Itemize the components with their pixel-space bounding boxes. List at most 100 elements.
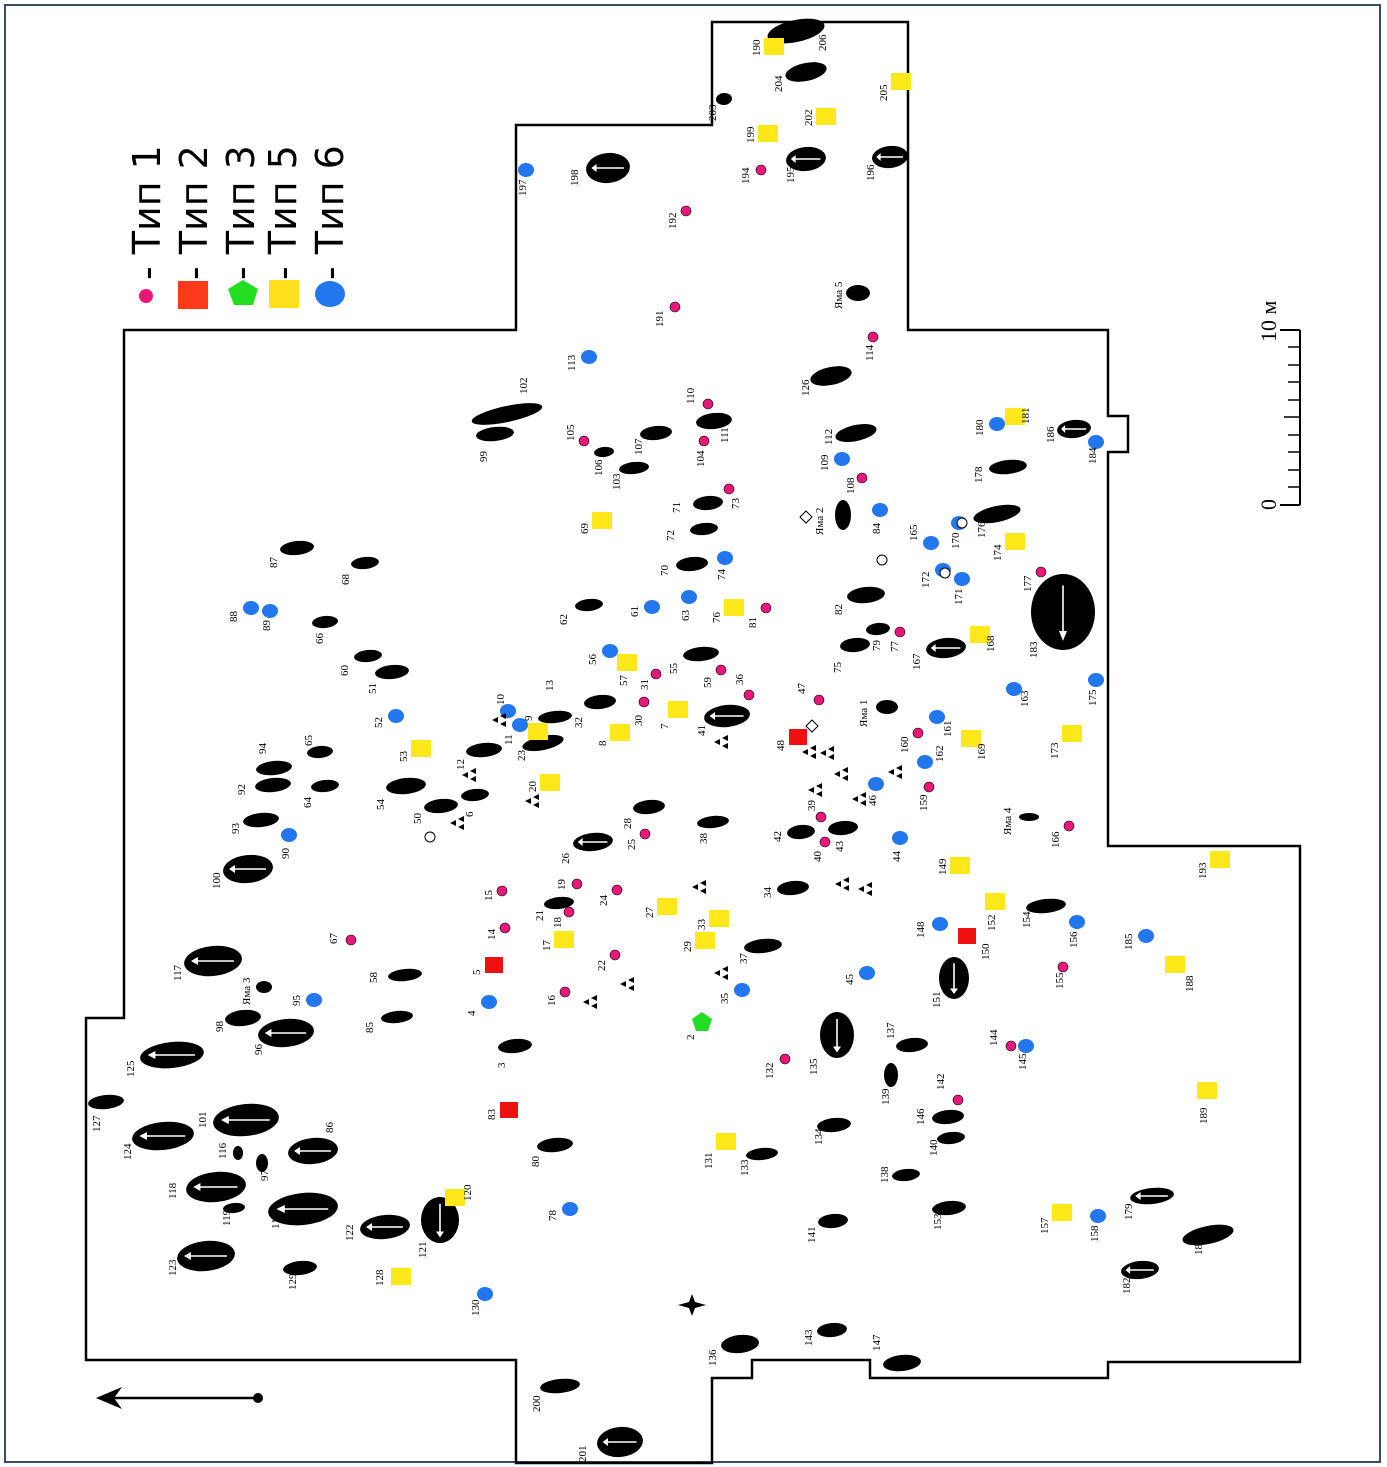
type5-29 bbox=[695, 932, 715, 949]
type5-53-label: 53 bbox=[398, 751, 410, 763]
type6-148 bbox=[932, 917, 948, 931]
hole-126-label: 126 bbox=[800, 379, 812, 396]
type5-128-label: 128 bbox=[374, 1269, 386, 1286]
hole-79 bbox=[866, 622, 890, 636]
hole-79-label: 79 bbox=[871, 640, 883, 652]
type1-144-label: 144 bbox=[988, 1029, 1000, 1046]
type6-185-label: 185 bbox=[1123, 933, 1135, 950]
scale-bar: 10 м 0 bbox=[1256, 301, 1301, 510]
hole-97-label: 97 bbox=[259, 1170, 271, 1182]
type6-162-label: 162 bbox=[934, 746, 946, 763]
type6-156-label: 156 bbox=[1068, 931, 1080, 948]
type5-189 bbox=[1197, 1082, 1217, 1099]
hole-140-label: 140 bbox=[928, 1139, 940, 1156]
type6-84 bbox=[872, 503, 888, 517]
legend-type3-pentagon bbox=[228, 280, 258, 305]
hole-176-label: 176 bbox=[976, 521, 988, 538]
type6-46 bbox=[868, 777, 884, 791]
type2-48 bbox=[789, 729, 807, 745]
type5-174-label: 174 bbox=[992, 544, 1004, 561]
type5-188 bbox=[1165, 956, 1185, 973]
type5-202 bbox=[816, 108, 836, 125]
hole-66 bbox=[312, 615, 338, 629]
type6-74 bbox=[717, 551, 733, 565]
hole-115 bbox=[268, 1192, 338, 1226]
type2-83-label: 83 bbox=[486, 1109, 498, 1121]
triangle-mark-16 bbox=[492, 713, 506, 727]
type1-177-label: 177 bbox=[1022, 575, 1034, 592]
hole-107-label: 107 bbox=[633, 438, 645, 455]
type1-39-label: 39 bbox=[806, 800, 818, 812]
type6-89-label: 89 bbox=[261, 620, 273, 632]
type5-190-label: 190 bbox=[751, 39, 763, 56]
type1-110-label: 110 bbox=[685, 387, 697, 404]
triangle-mark-7 bbox=[802, 745, 816, 759]
type5-33-label: 33 bbox=[696, 919, 708, 931]
pit-3 bbox=[256, 981, 272, 993]
type6-145 bbox=[1018, 1039, 1034, 1053]
pit-4 bbox=[1019, 813, 1039, 821]
open-circle-mark-0 bbox=[424, 831, 436, 843]
type5-128 bbox=[391, 1268, 411, 1285]
type6-89 bbox=[262, 604, 278, 618]
hole-203 bbox=[716, 92, 732, 106]
triangle-mark-13 bbox=[835, 877, 849, 891]
hole-50 bbox=[424, 798, 458, 814]
type1-59 bbox=[715, 664, 727, 676]
type2-48-label: 48 bbox=[775, 740, 787, 752]
hole-92 bbox=[255, 777, 291, 793]
type6-165 bbox=[923, 536, 939, 550]
hole-99-label: 99 bbox=[478, 451, 490, 463]
legend-type2-square bbox=[178, 281, 208, 309]
type5-29-label: 29 bbox=[682, 941, 694, 953]
type6-161-label: 161 bbox=[942, 721, 954, 738]
type6-172-label: 172 bbox=[920, 572, 932, 589]
type5-9-label: 9 bbox=[523, 715, 535, 721]
hole-106-label: 106 bbox=[593, 459, 605, 476]
hole-206-label: 206 bbox=[817, 34, 829, 51]
hole-96 bbox=[258, 1018, 314, 1048]
type2-150-label: 150 bbox=[980, 943, 992, 960]
type6-109-label: 109 bbox=[819, 454, 831, 471]
type5-69-label: 69 bbox=[579, 523, 591, 535]
type5-9 bbox=[528, 723, 548, 740]
triangle-mark-9 bbox=[834, 767, 848, 781]
triangle-mark-0 bbox=[462, 768, 476, 782]
type6-184-label: 184 bbox=[1087, 447, 1099, 464]
hole-58 bbox=[388, 968, 422, 982]
hole-21-label: 21 bbox=[534, 910, 546, 921]
triangle-mark-4 bbox=[583, 995, 597, 1009]
legend-type5-square bbox=[269, 280, 299, 308]
hole-64-label: 64 bbox=[302, 797, 314, 809]
type6-95 bbox=[306, 993, 322, 1007]
hole-118 bbox=[186, 1171, 246, 1203]
hole-38-label: 38 bbox=[698, 833, 710, 845]
type1-14-label: 14 bbox=[486, 929, 498, 941]
hole-178 bbox=[989, 459, 1027, 475]
hole-107 bbox=[640, 425, 672, 441]
type1-40 bbox=[819, 836, 831, 848]
type1-36-label: 36 bbox=[734, 674, 746, 686]
type1-14 bbox=[499, 922, 511, 934]
type6-44-label: 44 bbox=[891, 851, 903, 863]
type1-166-label: 166 bbox=[1050, 831, 1062, 848]
hole-140 bbox=[937, 1131, 965, 1145]
hole-101 bbox=[213, 1103, 279, 1137]
triangle-mark-6 bbox=[714, 735, 728, 749]
hole-134 bbox=[817, 1117, 851, 1133]
type5-169 bbox=[961, 730, 981, 747]
type2-5-label: 5 bbox=[471, 969, 483, 975]
type1-155-label: 155 bbox=[1054, 972, 1066, 989]
hole-139-label: 139 bbox=[880, 1088, 892, 1105]
hole-203-label: 203 bbox=[707, 104, 719, 121]
type6-90-label: 90 bbox=[280, 848, 292, 860]
type3-2 bbox=[692, 1012, 712, 1031]
type1-155 bbox=[1057, 961, 1069, 973]
hole-195 bbox=[786, 146, 826, 172]
hole-138-label: 138 bbox=[879, 1166, 891, 1183]
type6-63 bbox=[681, 590, 697, 604]
hole-136-label: 136 bbox=[707, 1349, 719, 1366]
type1-194-label: 194 bbox=[740, 167, 752, 184]
type1-18 bbox=[563, 906, 575, 918]
type1-159-label: 159 bbox=[918, 794, 930, 811]
